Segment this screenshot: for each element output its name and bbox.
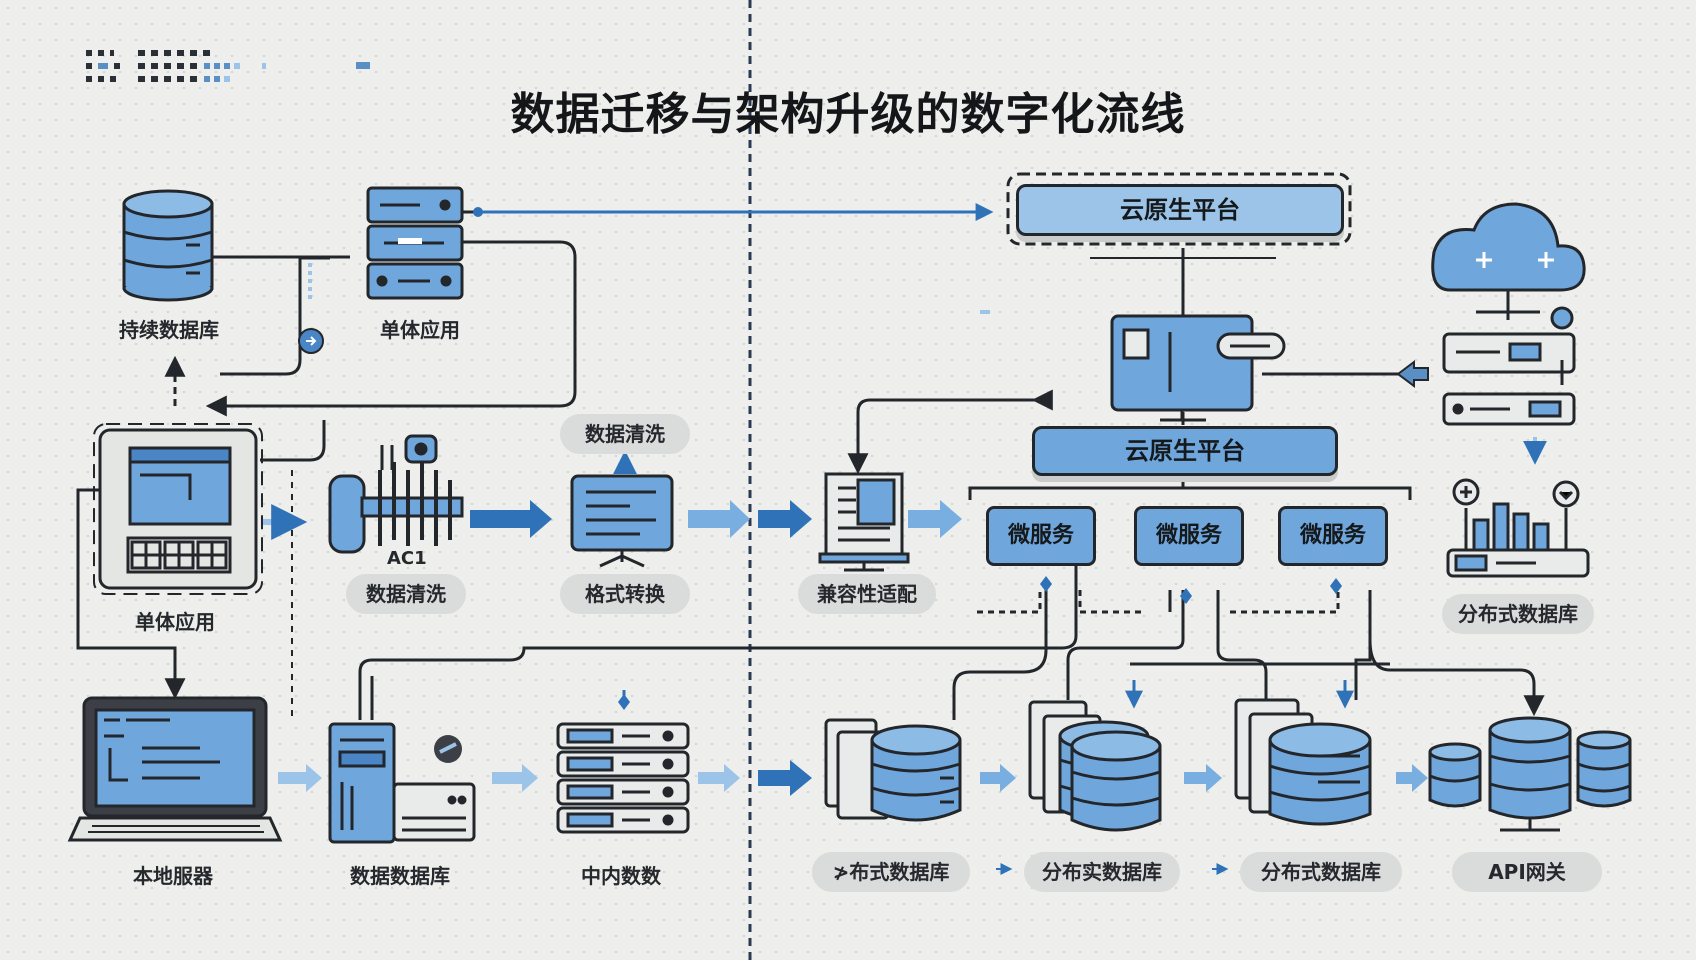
api-db-group-icon [1428, 716, 1632, 832]
arrow-origin-dot [473, 207, 483, 217]
document-stand-icon [818, 472, 910, 572]
dist-db-3-label: 分布式数据库 [1240, 852, 1402, 892]
pixel-decoration [86, 50, 370, 82]
microservice-3: 微服务 [1278, 506, 1388, 566]
cleanse-label: 数据清洗 [346, 574, 466, 614]
cloud-icon [1431, 202, 1586, 314]
cloud-platform-top-label: 云原生平台 [1120, 196, 1240, 224]
laptop-icon [67, 696, 283, 842]
middle-data-label: 中内数数 [581, 864, 661, 888]
rack-icon [556, 722, 690, 834]
ac-code-label: AC1 [387, 548, 427, 569]
dist-db-right-label: 分布式数据库 [1442, 594, 1594, 634]
cloud-platform-mid-label: 云原生平台 [1125, 437, 1245, 465]
tower-server-icon [328, 722, 476, 844]
server-stack-icon [1442, 306, 1576, 426]
server-rack-icon [366, 186, 464, 300]
monitor-icon [1110, 314, 1286, 422]
api-gateway-label: API网关 [1452, 852, 1602, 892]
distributed-db-icon [1446, 478, 1590, 578]
microservice-1: 微服务 [986, 506, 1096, 566]
db-cluster-2-icon [1028, 700, 1162, 832]
sync-dot-arrow [306, 336, 317, 346]
compat-label: 兼容性适配 [798, 574, 936, 614]
cloud-platform-mid-bar: 云原生平台 [1032, 426, 1338, 476]
cleanse-top-label: 数据清洗 [560, 414, 690, 454]
db-cluster-3-icon [1234, 698, 1372, 826]
dist-db-2-label: 分布实数据库 [1024, 852, 1180, 892]
format-label: 格式转换 [560, 574, 690, 614]
dist-db-1-label: ≯布式数据库 [812, 852, 970, 892]
monolith-left-label: 单体应用 [135, 610, 215, 634]
monolith-top-label: 单体应用 [380, 318, 460, 342]
cloud-platform-top-bar: 云原生平台 [1016, 184, 1344, 236]
monitor-doc-icon [570, 474, 674, 568]
right-connectors [847, 248, 1545, 720]
page-title: 数据迁移与架构升级的数字化流线 [510, 89, 1186, 140]
database-icon [122, 189, 214, 302]
bottom-row-arrows [278, 690, 1428, 875]
db-cluster-1-icon [824, 718, 962, 822]
local-server-label: 本地服器 [133, 864, 213, 888]
data-db-label: 数据数据库 [350, 864, 450, 888]
right-accents [980, 310, 1547, 709]
legacy-db-label: 持续数据库 [119, 318, 219, 342]
cloud-platform-frame [1006, 172, 1352, 246]
filter-comb-icon [328, 434, 464, 554]
app-window-icon [93, 423, 263, 595]
microservice-2: 微服务 [1134, 506, 1244, 566]
middle-row-arrows [262, 450, 962, 540]
db-to-services-wire [358, 565, 1078, 720]
